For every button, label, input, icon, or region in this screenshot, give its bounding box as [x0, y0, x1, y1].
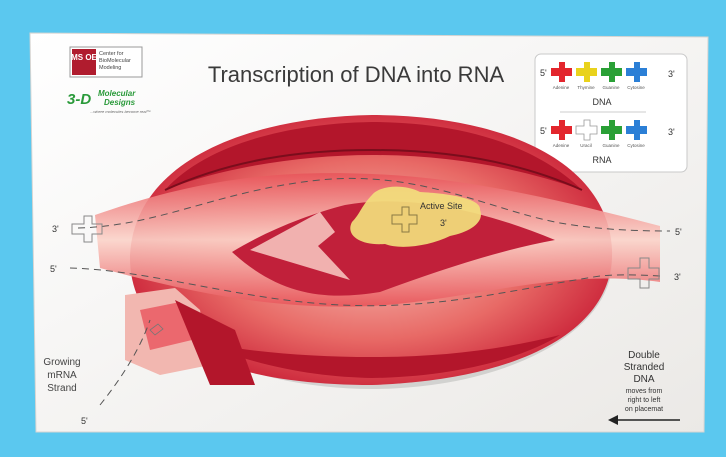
svg-text:moves from: moves from [626, 388, 663, 395]
md-line2: Designs [104, 98, 136, 107]
growing-mrna-label: Growing mRNA Strand [43, 357, 80, 394]
svg-text:mRNA: mRNA [47, 370, 77, 381]
svg-text:on placemat: on placemat [625, 406, 663, 413]
nucleotide-legend: 5' 3' Adenine Thymine Guanine Cytosine D… [535, 54, 687, 172]
rna-base-1: Adenine [553, 143, 570, 148]
mrna-5-prime-end: 5' [81, 416, 88, 426]
dna-base-3: Guanine [602, 85, 620, 90]
dna-base-4: Cytosine [627, 85, 645, 90]
rna-base-3: Guanine [602, 143, 620, 148]
msoe-mark: MS OE [71, 53, 97, 62]
msoe-line1: Center for [99, 51, 124, 57]
md-mark: 3-D [67, 91, 91, 108]
svg-text:Growing: Growing [43, 357, 80, 368]
active-site-label: Active Site [420, 201, 463, 211]
rna-label: RNA [592, 155, 611, 165]
svg-text:Strand: Strand [47, 383, 76, 394]
rna-5-prime: 5' [540, 126, 547, 136]
rna-base-2: Uracil [580, 143, 592, 148]
md-tagline: ...where molecules become real™ [90, 109, 150, 114]
rna-base-4: Cytosine [627, 143, 645, 148]
active-site-3-prime: 3' [440, 218, 447, 228]
msoe-logo: MS OE Center for BioMolecular Modeling [70, 47, 142, 77]
dna-base-2: Thymine [577, 85, 595, 90]
msoe-line3: Modeling [99, 65, 121, 71]
svg-text:Stranded: Stranded [624, 362, 665, 373]
bottom-strand-right-end: 3' [674, 272, 681, 282]
rna-3-prime: 3' [668, 127, 675, 137]
dna-3-prime: 3' [668, 69, 675, 79]
top-strand-right-end: 5' [675, 227, 682, 237]
md-line1: Molecular [98, 89, 136, 98]
msoe-line2: BioMolecular [99, 58, 131, 64]
top-strand-left-end: 3' [52, 224, 59, 234]
svg-text:Double: Double [628, 350, 660, 361]
dna-5-prime: 5' [540, 68, 547, 78]
dna-label: DNA [592, 97, 611, 107]
page-title: Transcription of DNA into RNA [208, 62, 505, 87]
bottom-strand-left-end: 5' [50, 264, 57, 274]
svg-text:DNA: DNA [633, 374, 654, 385]
dna-base-1: Adenine [553, 85, 570, 90]
svg-text:right to left: right to left [628, 397, 661, 404]
